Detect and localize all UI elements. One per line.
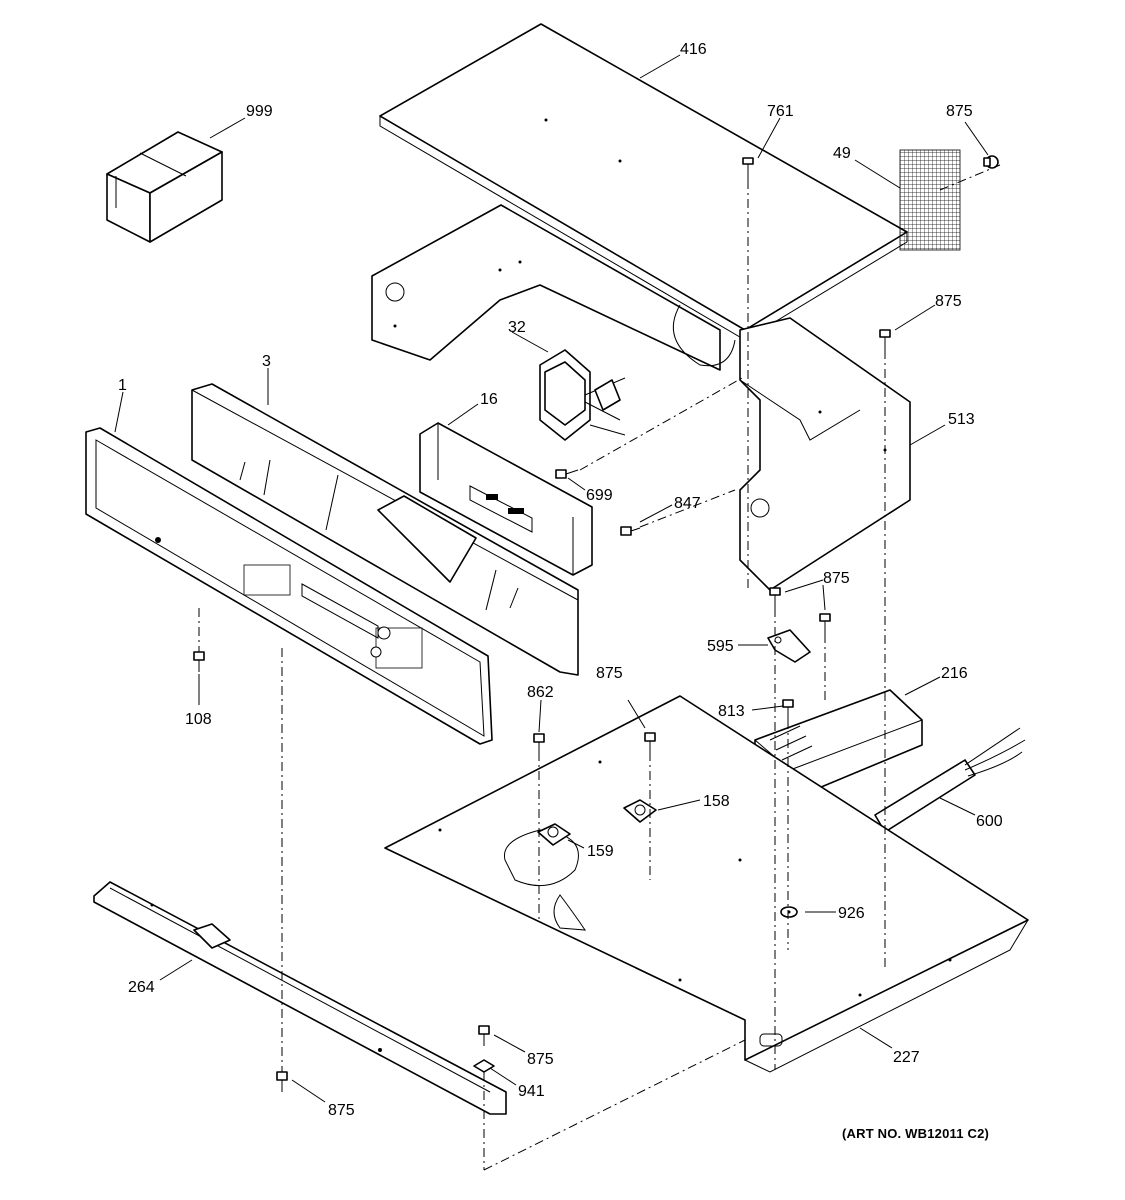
callout-862: 862 [527,684,554,701]
callout-1: 1 [118,377,127,394]
assembly-lines [198,164,1001,1171]
screw-875-floor [644,732,656,752]
screw-761 [742,157,754,180]
callout-941: 941 [518,1083,545,1100]
screw-875-nut [478,1025,490,1046]
screw-875-grille [983,155,999,169]
callout-926: 926 [838,905,865,922]
part-16-electronic-control [419,422,593,576]
callout-813: 813 [718,703,745,720]
callout-32: 32 [508,319,526,336]
screw-875-bracket-a [769,587,781,608]
part-3-panel-backing [191,383,579,676]
screw-875-bracket-b [819,613,831,634]
callout-513: 513 [948,411,975,428]
screw-875-side [879,329,891,350]
callout-159: 159 [587,843,614,860]
callout-761: 761 [767,103,794,120]
callout-416: 416 [680,41,707,58]
callout-875-floor: 875 [596,665,623,682]
nut-941 [473,1059,495,1073]
part-1-control-panel [85,427,493,745]
callout-16: 16 [480,391,498,408]
part-32-motor [539,349,626,441]
callout-595: 595 [707,638,734,655]
part-513-side-panel [739,317,911,591]
washer-926 [780,906,798,918]
screw-813 [782,699,794,720]
part-158-thermostat [623,799,657,823]
callout-227: 227 [893,1049,920,1066]
art-number: (ART NO. WB12011 C2) [842,1126,990,1141]
screw-699 [555,469,579,479]
screw-108 [193,651,205,672]
callout-699: 699 [586,487,613,504]
callout-49: 49 [833,145,851,162]
callout-158: 158 [703,793,730,810]
screw-875-bottom [276,1071,288,1092]
callout-264: 264 [128,979,155,996]
callout-999: 999 [246,103,273,120]
callout-847: 847 [674,495,701,512]
leader-lines [114,54,989,1103]
part-999-carton [106,131,223,243]
part-159-thermostat [537,823,571,846]
housing-rear-panel [371,204,736,371]
part-595-bracket [767,629,811,663]
part-49-grille [899,149,961,251]
callout-108: 108 [185,711,212,728]
callout-3: 3 [262,353,271,370]
part-227-floor-pan [384,695,1029,1073]
callout-875-bottom: 875 [328,1102,355,1119]
screw-862 [533,733,545,752]
screw-847 [620,526,641,536]
callout-875-nut: 875 [527,1051,554,1068]
callout-875-side: 875 [935,293,962,310]
callout-labels: 416 999 761 875 49 875 32 3 1 16 513 699… [118,41,1003,1119]
part-264-trim-rail [93,881,507,1115]
callout-600: 600 [976,813,1003,830]
callout-216: 216 [941,665,968,682]
callout-875-bracket: 875 [823,570,850,587]
callout-875-grille: 875 [946,103,973,120]
